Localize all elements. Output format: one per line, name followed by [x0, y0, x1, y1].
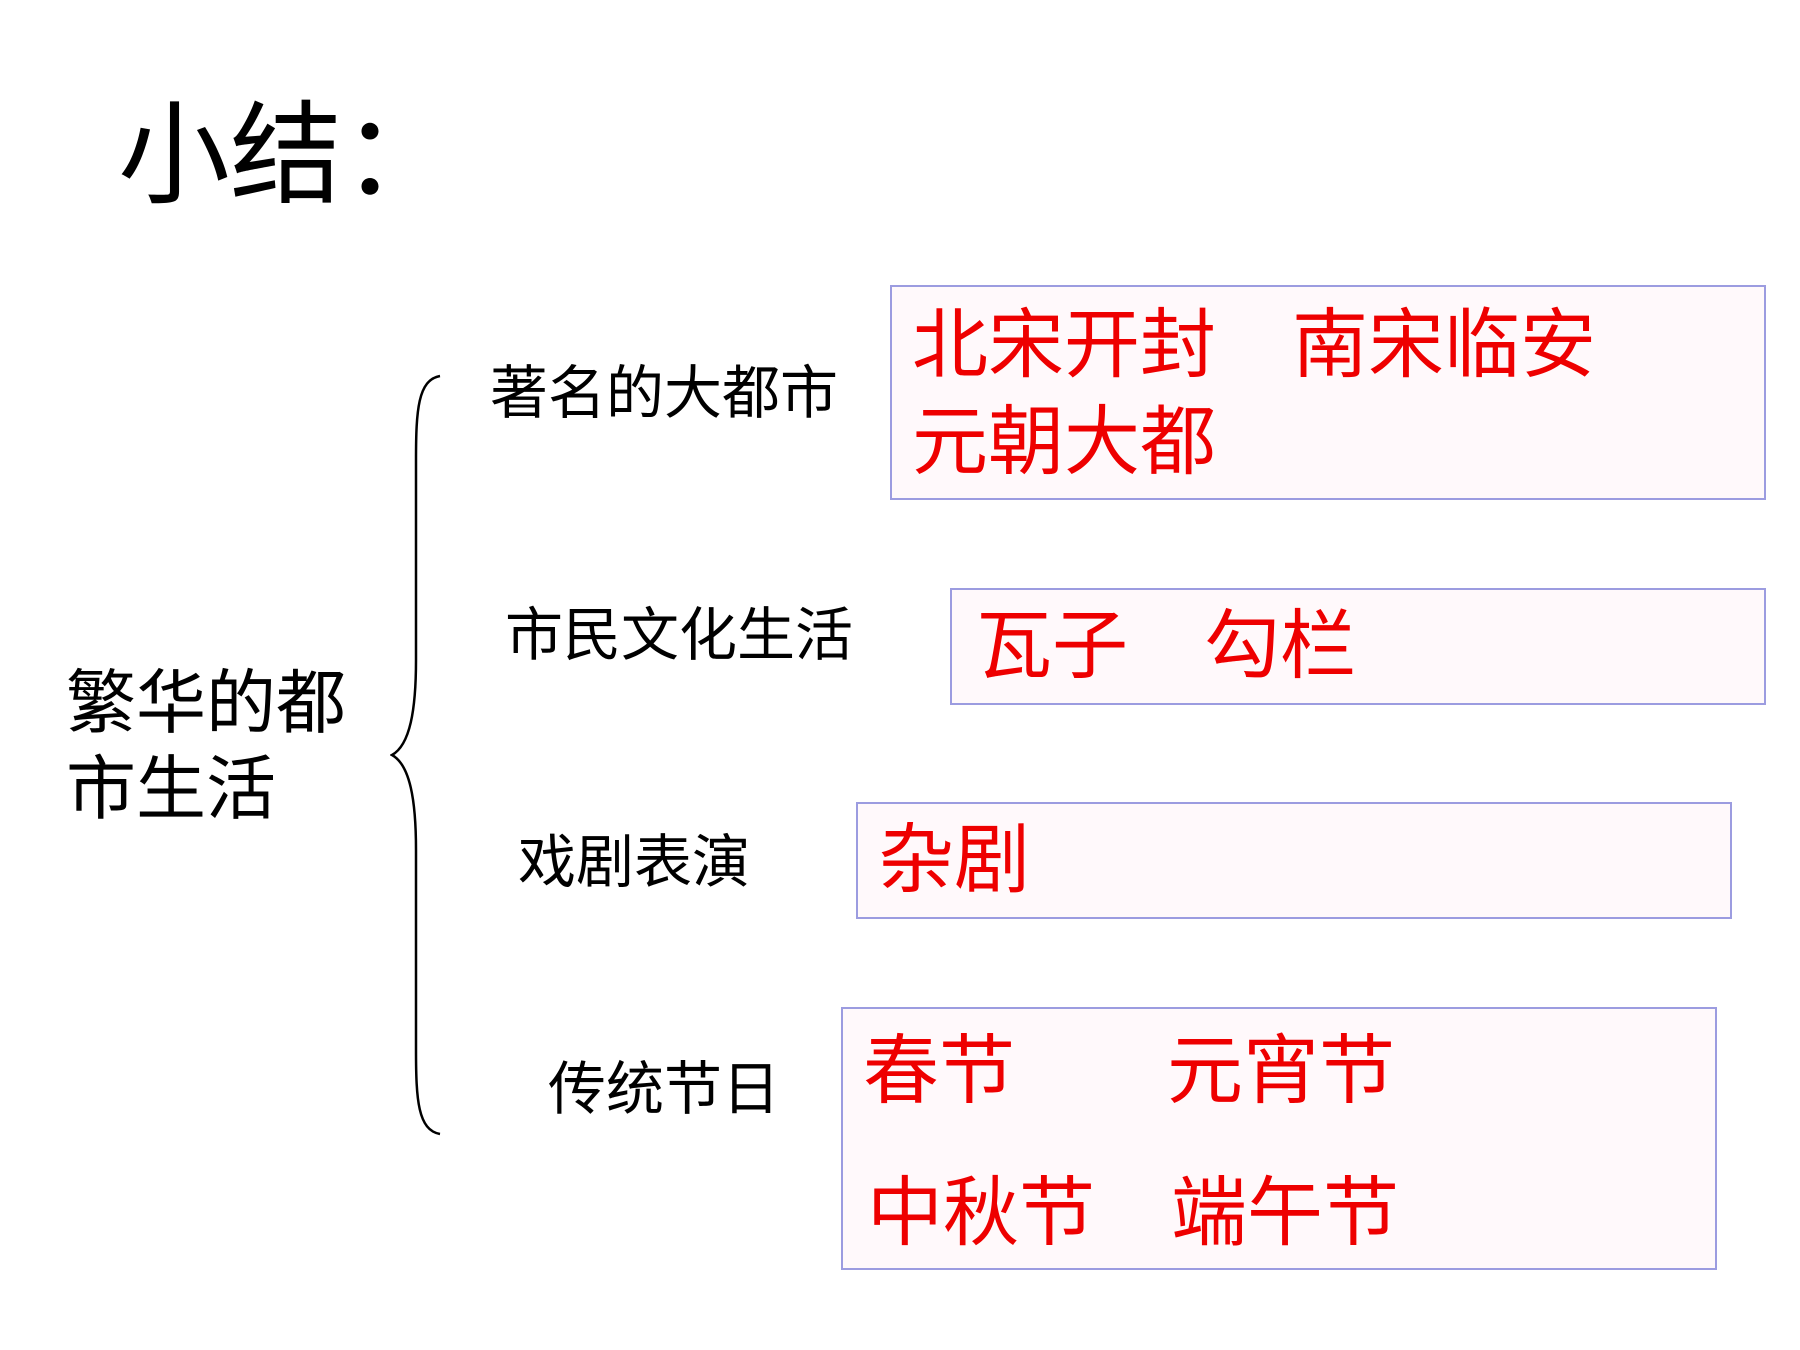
answer-line: 元朝大都 — [912, 397, 1216, 486]
branch-label-theater: 戏剧表演 — [518, 828, 751, 896]
answer-line: 北宋开封 南宋临安 — [912, 300, 1596, 389]
answer-line: 中秋节 端午节 — [867, 1168, 1399, 1257]
main-topic-line-2: 市生活 — [66, 748, 276, 830]
answer-box-theater: 杂剧 — [856, 802, 1732, 919]
answer-box-festivals: 春节 元宵节 中秋节 端午节 — [841, 1007, 1717, 1270]
answer-box-famous-cities: 北宋开封 南宋临安 元朝大都 — [890, 285, 1766, 500]
answer-line: 瓦子 勾栏 — [976, 601, 1356, 690]
branch-label-famous-cities: 著名的大都市 — [490, 359, 839, 427]
answer-line: 春节 元宵节 — [863, 1026, 1395, 1115]
curly-brace — [390, 374, 441, 1136]
main-topic: 繁华的都 市生活 — [66, 660, 366, 832]
answer-line: 杂剧 — [878, 815, 1030, 904]
answer-box-civic-culture: 瓦子 勾栏 — [950, 588, 1766, 705]
main-topic-line-1: 繁华的都 — [66, 662, 346, 744]
branch-label-festivals: 传统节日 — [548, 1055, 781, 1123]
branch-label-civic-culture: 市民文化生活 — [505, 601, 854, 669]
slide-title: 小结： — [118, 91, 454, 221]
